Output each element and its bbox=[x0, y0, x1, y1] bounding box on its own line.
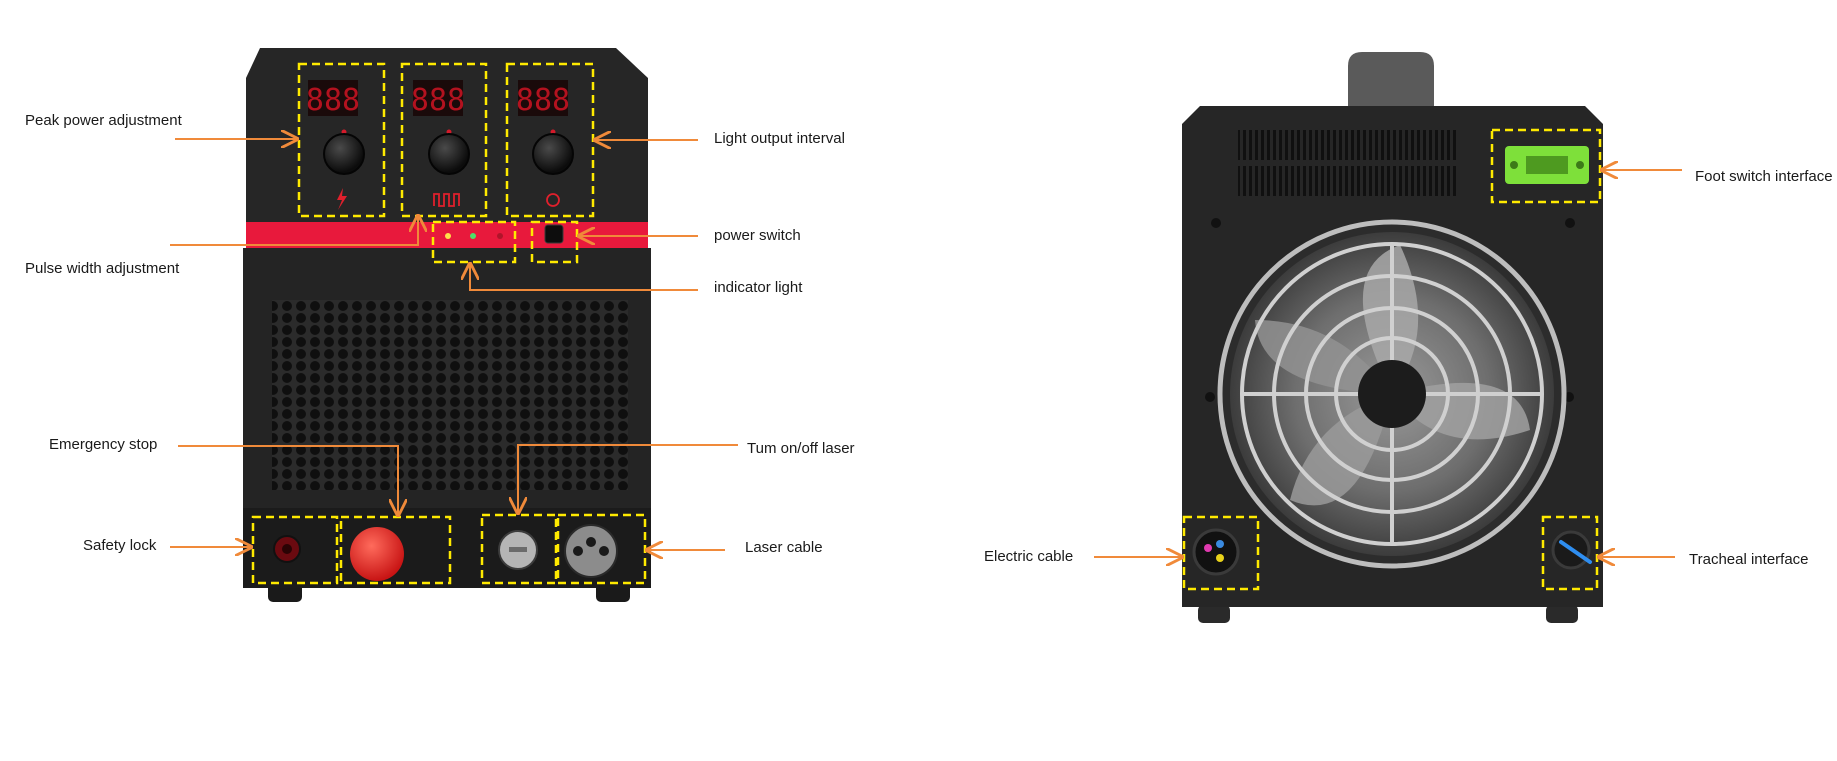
indicator-led-yellow bbox=[445, 233, 451, 239]
peak-power-knob[interactable] bbox=[323, 133, 365, 175]
connector-pin-2 bbox=[586, 537, 596, 547]
highlight-light-interval bbox=[505, 62, 595, 218]
top-vent-slots-2 bbox=[1238, 166, 1458, 196]
highlight-peak-power bbox=[297, 62, 386, 218]
highlight-electric-cable bbox=[1182, 515, 1260, 591]
light-interval-knob[interactable] bbox=[532, 133, 574, 175]
highlight-pulse-width bbox=[400, 62, 488, 218]
highlight-tracheal bbox=[1541, 515, 1599, 591]
connector-slot bbox=[1526, 156, 1568, 174]
label-peak-power: Peak power adjustment bbox=[25, 112, 182, 129]
display-peak-power: 888 bbox=[306, 80, 360, 118]
back-unit bbox=[1182, 52, 1603, 623]
indicator-led-green bbox=[470, 233, 476, 239]
front-highlights bbox=[251, 62, 647, 585]
screw-3 bbox=[1205, 392, 1215, 402]
label-pulse-width: Pulse width adjustment bbox=[25, 260, 180, 277]
front-ventilation-mesh bbox=[272, 300, 628, 490]
emergency-stop-button[interactable] bbox=[350, 527, 404, 581]
back-foot-right bbox=[1546, 605, 1578, 623]
arrow-emergency-stop bbox=[178, 445, 398, 515]
back-foot-left bbox=[1198, 605, 1230, 623]
electric-cable-port[interactable] bbox=[1192, 528, 1240, 576]
label-laser-cable: Laser cable bbox=[745, 539, 823, 556]
safety-lock-core bbox=[282, 544, 292, 554]
arrow-pulse-width bbox=[170, 216, 418, 246]
display-light-interval: 888 bbox=[516, 80, 570, 118]
lightning-icon bbox=[337, 188, 347, 210]
screw-1 bbox=[1211, 218, 1221, 228]
back-highlights bbox=[1182, 128, 1602, 591]
highlight-key-switch bbox=[480, 513, 558, 585]
front-unit: 888 888 888 bbox=[243, 48, 651, 602]
wire-blue bbox=[1216, 540, 1224, 548]
screw-2 bbox=[1565, 218, 1575, 228]
wire-magenta bbox=[1204, 544, 1212, 552]
carry-handle bbox=[1348, 52, 1434, 108]
highlight-power-switch bbox=[530, 220, 579, 264]
highlight-indicator bbox=[431, 220, 517, 264]
arrow-turn-laser bbox=[518, 444, 738, 513]
interval-timer-icon bbox=[546, 193, 560, 207]
label-safety-lock: Safety lock bbox=[83, 537, 157, 554]
key-slot bbox=[509, 547, 527, 552]
connector-pin-1 bbox=[573, 546, 583, 556]
top-vent-slots-1 bbox=[1238, 130, 1458, 160]
pulse-width-knob[interactable] bbox=[428, 133, 470, 175]
display-readout-2: 888 bbox=[411, 83, 465, 118]
label-foot-switch: Foot switch interface bbox=[1695, 168, 1833, 185]
cooling-fan bbox=[1217, 219, 1567, 569]
label-indicator-light: indicator light bbox=[714, 279, 803, 296]
label-tracheal: Tracheal interface bbox=[1689, 551, 1809, 568]
highlight-laser-cable bbox=[556, 513, 647, 585]
highlight-safety-lock bbox=[251, 515, 339, 585]
label-light-interval: Light output interval bbox=[714, 130, 845, 147]
front-arrows bbox=[170, 139, 738, 550]
label-emergency-stop: Emergency stop bbox=[49, 436, 158, 453]
display-pulse-width: 888 bbox=[411, 80, 465, 118]
power-switch-button[interactable] bbox=[544, 224, 564, 244]
label-electric-cable: Electric cable bbox=[984, 548, 1074, 565]
air-tube bbox=[1559, 540, 1592, 564]
fan-guard bbox=[1240, 242, 1544, 546]
fan-blade-2 bbox=[1392, 382, 1530, 440]
fan-blade-3 bbox=[1290, 394, 1392, 506]
arrow-indicator bbox=[470, 264, 698, 291]
highlight-emergency-stop bbox=[339, 515, 452, 585]
pulse-wave-icon bbox=[433, 193, 460, 207]
screw-4 bbox=[1564, 392, 1574, 402]
connector-pin-3 bbox=[599, 546, 609, 556]
label-turn-laser: Tum on/off laser bbox=[747, 440, 855, 457]
laser-cable-connector[interactable] bbox=[564, 524, 618, 578]
label-power-switch: power switch bbox=[714, 227, 801, 244]
back-arrows bbox=[1094, 170, 1682, 557]
display-readout-1: 888 bbox=[306, 83, 360, 118]
display-readout-3: 888 bbox=[516, 83, 570, 118]
fan-hub bbox=[1358, 360, 1426, 428]
highlight-foot-switch bbox=[1490, 128, 1602, 204]
indicator-led-red bbox=[497, 233, 503, 239]
connector-screw-right bbox=[1576, 161, 1584, 169]
wire-yellow bbox=[1216, 554, 1224, 562]
connector-screw-left bbox=[1510, 161, 1518, 169]
